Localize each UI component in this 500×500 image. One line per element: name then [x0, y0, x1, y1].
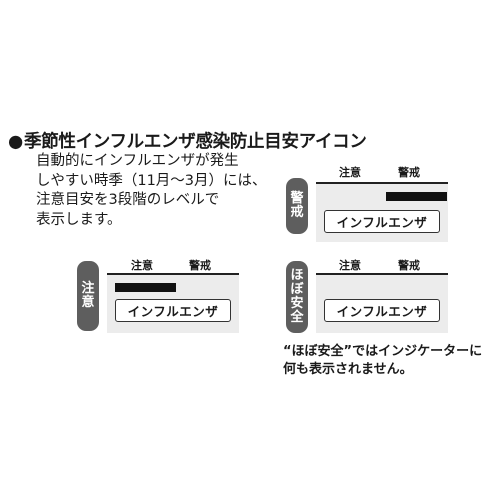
description: 自動的にインフルエンザが発生 しやすい時季（11月〜3月）には、 注意目安を3段… [36, 152, 267, 230]
label-caution: 注意 [339, 166, 361, 179]
disease-name-box: インフルエンザ [324, 210, 440, 233]
disease-name-box: インフルエンザ [324, 299, 440, 322]
tag-warning: 警 戒 [286, 178, 308, 234]
indicator-card: インフルエンザ [316, 273, 448, 333]
footnote-line: “ほぼ安全”ではインジケーターに [283, 344, 483, 359]
scale-labels: 注意 警戒 [316, 257, 448, 273]
panel-warning: 警 戒 注意 警戒 インフルエンザ [286, 164, 448, 246]
description-line: 自動的にインフルエンザが発生 [36, 153, 239, 169]
description-line: 表示します。 [36, 211, 122, 228]
indicator-card: インフルエンザ [107, 273, 239, 333]
panel-caution: 注 意 注意 警戒 インフルエンザ [77, 257, 239, 339]
tag-safe: ほ ぼ 安 全 [286, 261, 308, 333]
footnote: “ほぼ安全”ではインジケーターに 何も表示されません。 [283, 343, 482, 379]
panel-safe: ほ ぼ 安 全 注意 警戒 インフルエンザ [286, 257, 448, 339]
description-line: 注意目安を3段階のレベルで [36, 192, 220, 208]
label-caution: 注意 [131, 259, 153, 272]
section-title-text: 季節性インフルエンザ感染防止目安アイコン [23, 132, 367, 152]
label-warning: 警戒 [398, 259, 420, 272]
tag-caution: 注 意 [77, 261, 99, 331]
section-title: ●季節性インフルエンザ感染防止目安アイコン [8, 128, 367, 153]
bullet-icon: ● [8, 132, 23, 152]
indicator-card: インフルエンザ [316, 182, 448, 242]
scale-labels: 注意 警戒 [107, 257, 239, 273]
level-bar [386, 192, 447, 201]
label-warning: 警戒 [398, 166, 420, 179]
label-warning: 警戒 [189, 259, 211, 272]
level-bar [115, 283, 176, 292]
label-caution: 注意 [339, 259, 361, 272]
footnote-line: 何も表示されません。 [283, 362, 413, 377]
description-line: しやすい時季（11月〜3月）には、 [36, 172, 267, 189]
disease-name-box: インフルエンザ [115, 299, 231, 322]
scale-labels: 注意 警戒 [316, 164, 448, 180]
